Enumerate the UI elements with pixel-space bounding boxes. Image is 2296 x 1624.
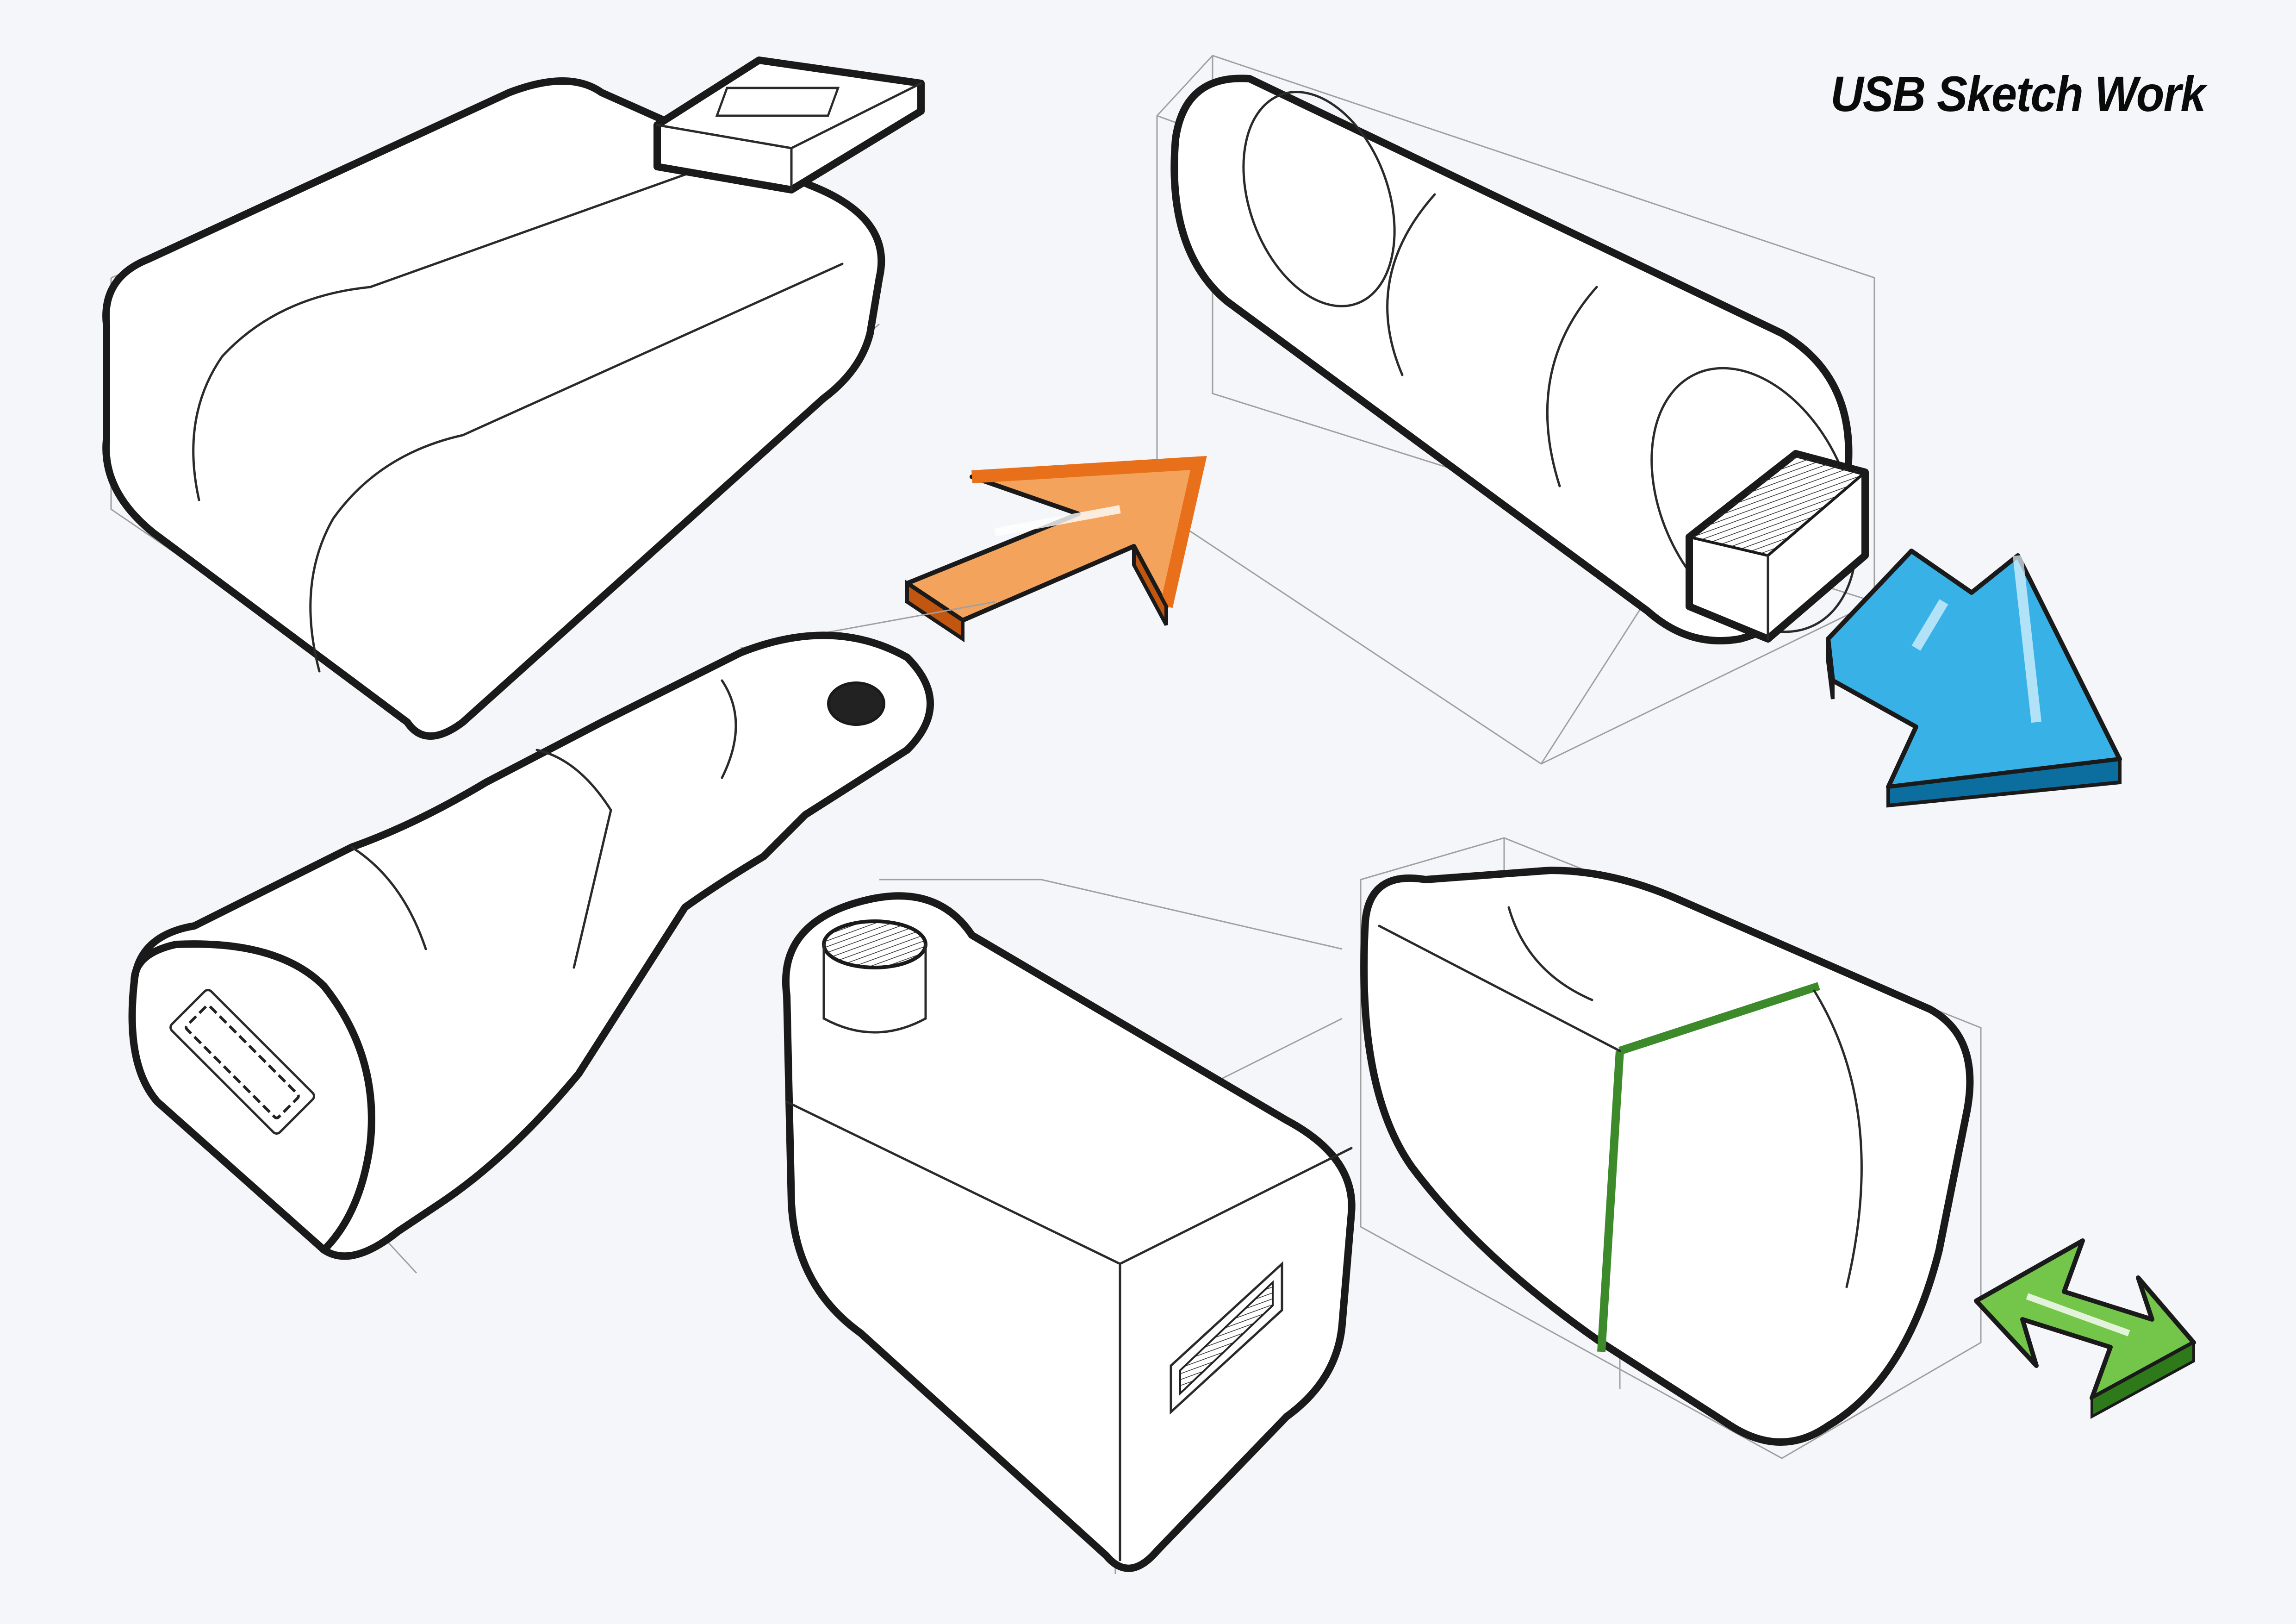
usb-cylinder-sketch [1156, 55, 1875, 765]
usb-keyring-sketch [128, 601, 996, 1274]
usb-wedge-sketch [102, 56, 925, 740]
usb-rounded-sketch [1360, 837, 1982, 1459]
blue-arrow-icon [1826, 549, 2122, 808]
orange-arrow-icon [905, 456, 1207, 643]
page-title: USB Sketch Work [1830, 66, 2206, 122]
green-double-arrow-icon [1974, 1238, 2196, 1419]
usb-triangle-sketch [782, 879, 1356, 1574]
